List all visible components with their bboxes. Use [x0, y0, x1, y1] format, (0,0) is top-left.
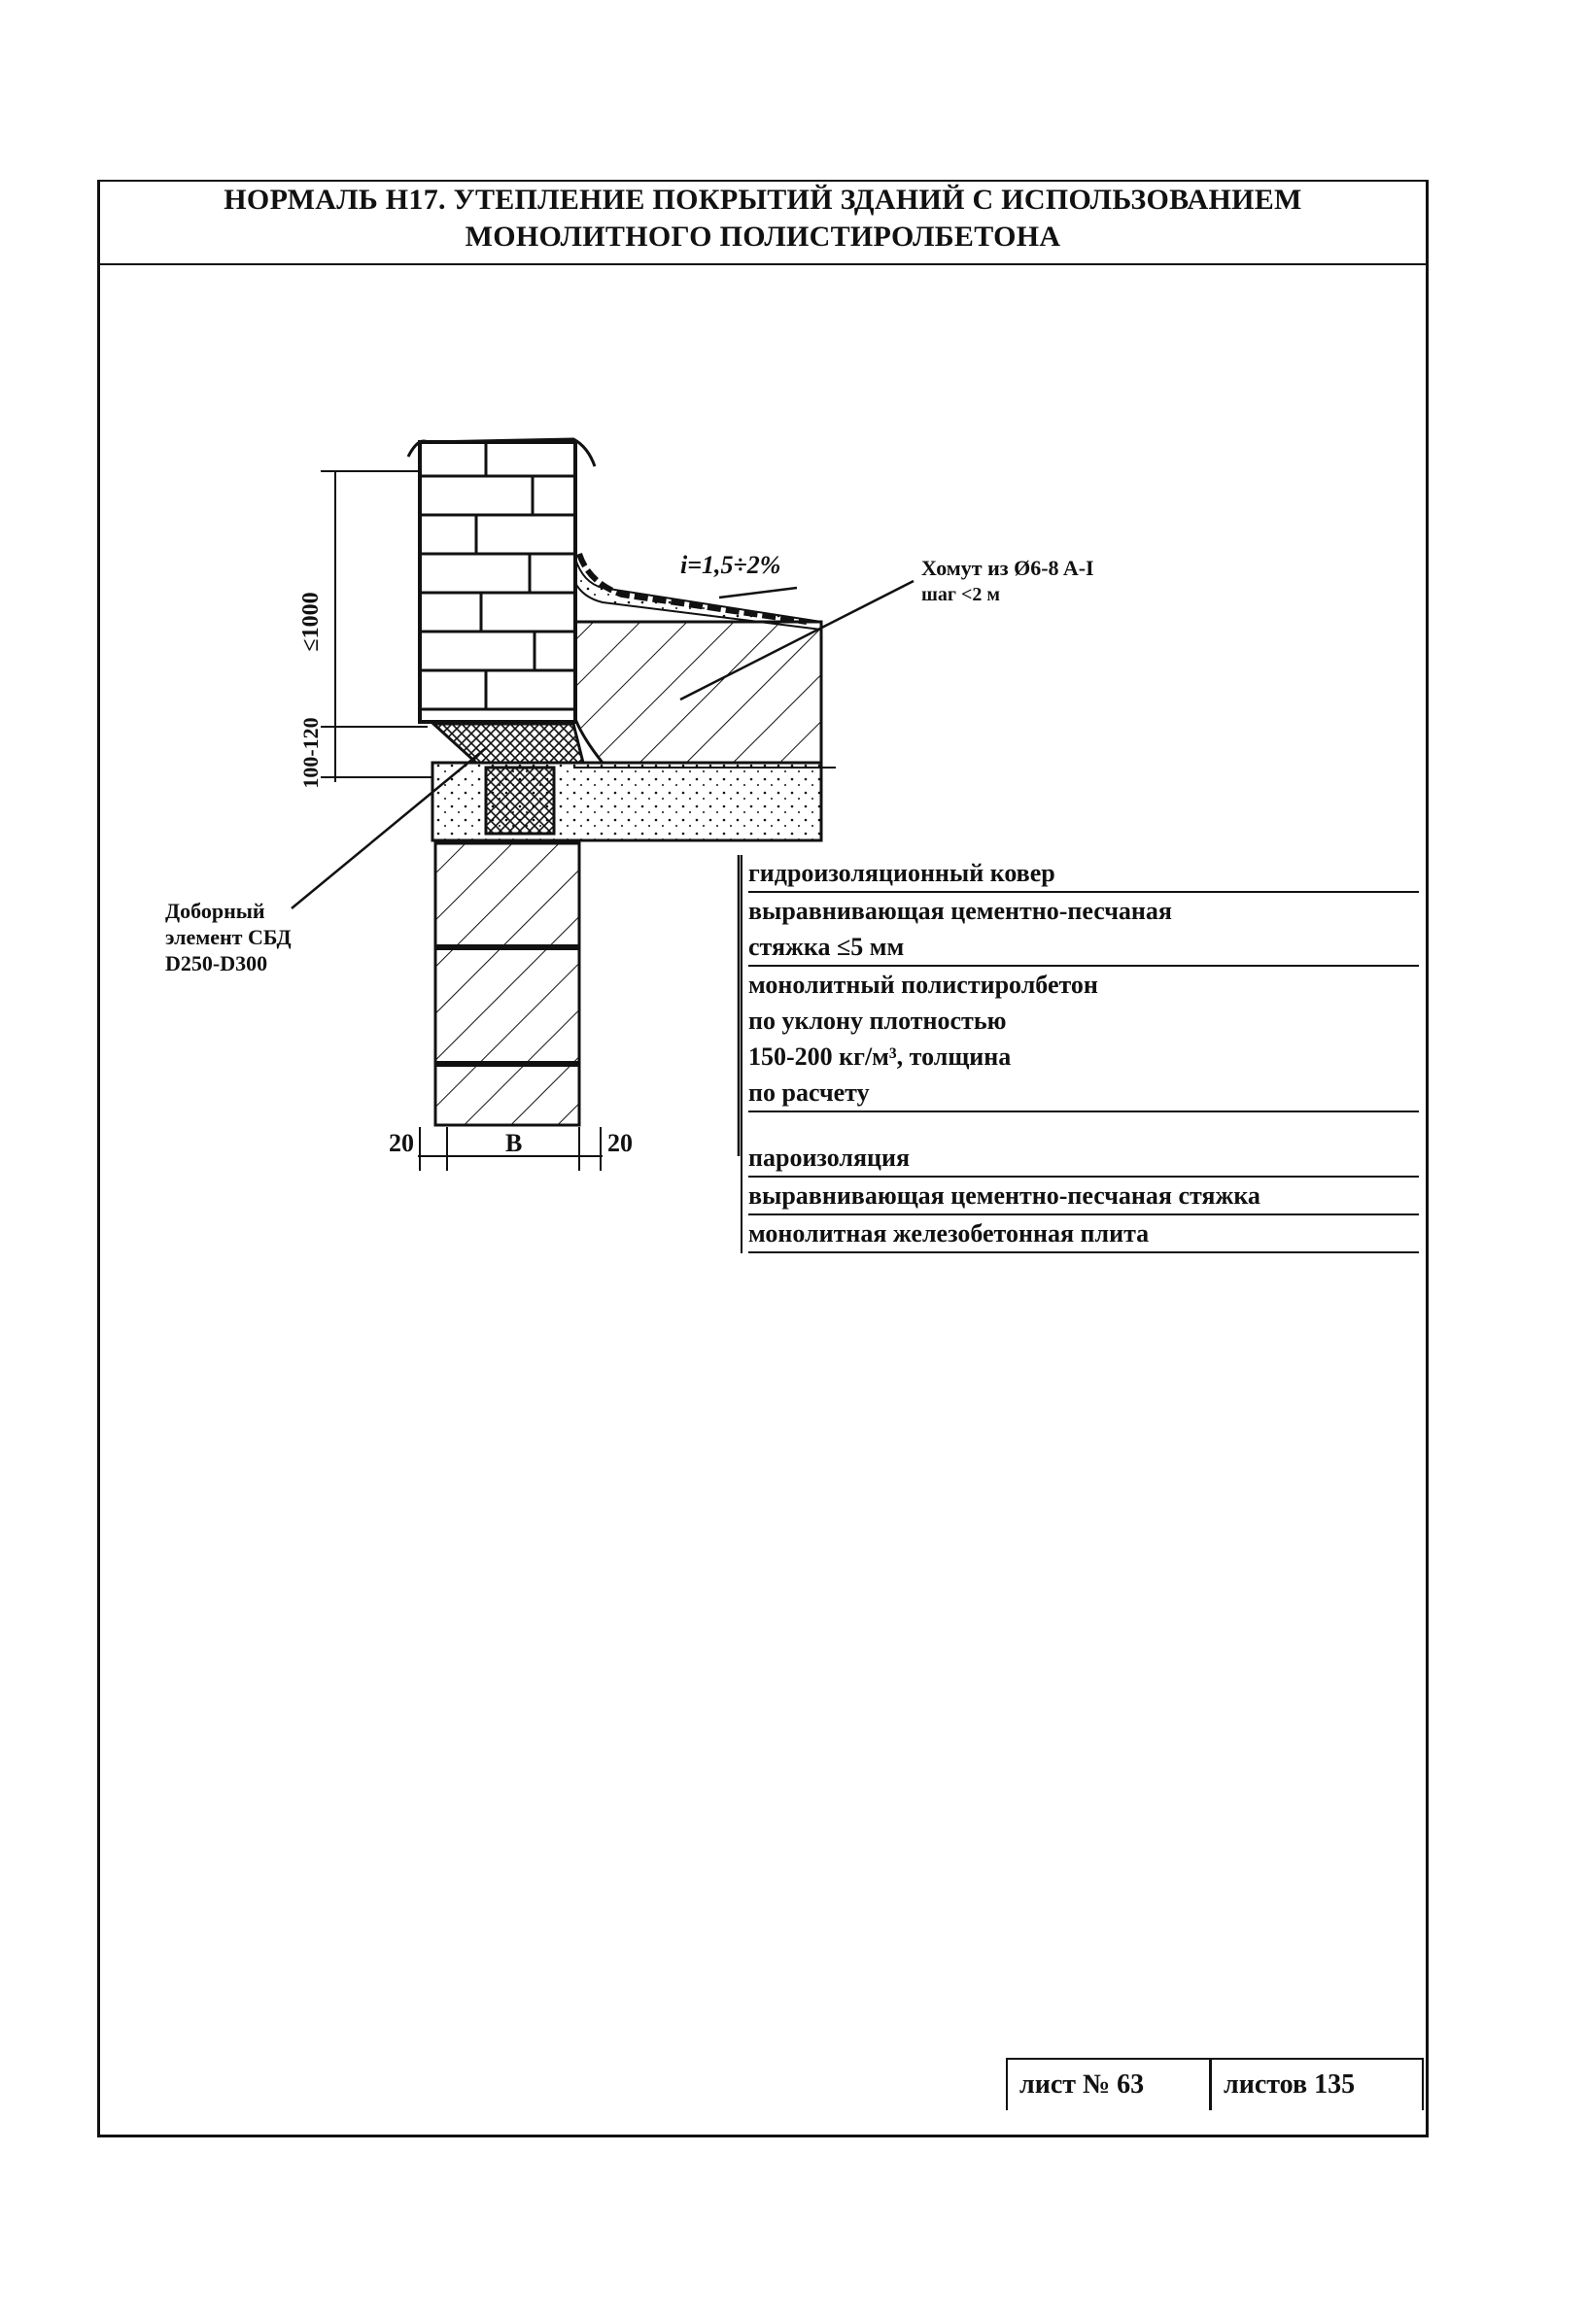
lower-wall: [433, 841, 581, 1127]
sheet-frame: [97, 180, 1429, 2137]
legend-layer-5-text: выравнивающая цементно-песчаная стяжка: [748, 1178, 1419, 1215]
legend-layer-2-line-1: выравнивающая цементно-песчаная: [748, 897, 1172, 925]
dimension-lines: [321, 470, 603, 1171]
slope-label: i=1,5÷2%: [680, 551, 780, 579]
sheet-stamp: лист № 63 листов 135: [1006, 2058, 1424, 2110]
dim-right-label: 20: [607, 1129, 633, 1157]
dim-gap-label: 100-120: [298, 717, 323, 788]
layers-legend: гидроизоляционный ковер выравнивающая це…: [741, 855, 1419, 1253]
element-label-1: Доборный: [165, 899, 265, 923]
brick-parapet: [406, 437, 597, 724]
legend-layer-3: монолитный полистиролбетон по уклону пло…: [748, 967, 1419, 1112]
dim-width-label: B: [505, 1129, 522, 1157]
legend-layer-2-line-2: стяжка ≤5 мм: [748, 929, 1419, 967]
legend-leader-bar: [741, 855, 742, 1253]
sheet-frame-top: [97, 180, 1429, 182]
roof-insulation: [573, 552, 823, 765]
legend-layer-2: выравнивающая цементно-песчаная стяжка ≤…: [748, 893, 1419, 967]
legend-layer-3-line-1: монолитный полистиролбетон: [748, 971, 1098, 999]
parapet-filler: [430, 722, 585, 765]
legend-layer-5: выравнивающая цементно-песчаная стяжка: [748, 1178, 1419, 1215]
clamp-label-2: шаг <2 м: [921, 584, 1000, 605]
title-block: НОРМАЛЬ Н17. УТЕПЛЕНИЕ ПОКРЫТИЙ ЗДАНИЙ С…: [97, 180, 1429, 265]
legend-layer-1-text: гидроизоляционный ковер: [748, 855, 1419, 893]
legend-layer-3-line-2: по уклону плотностью: [748, 1007, 1007, 1035]
legend-layer-6-text: монолитная железобетонная плита: [748, 1215, 1419, 1253]
element-label-3: D250-D300: [165, 951, 267, 975]
dim-left-label: 20: [389, 1129, 414, 1157]
dim-parapet-label: ≤1000: [298, 592, 324, 651]
element-label-2: элемент СБД: [165, 925, 292, 949]
legend-layer-1: гидроизоляционный ковер: [748, 855, 1419, 893]
legend-layer-4-text: пароизоляция: [748, 1140, 1419, 1178]
legend-layer-6: монолитная железобетонная плита: [748, 1215, 1419, 1253]
sheets-total: листов 135: [1224, 2069, 1356, 2100]
clamp-label-1: Хомут из Ø6-8 A-I: [921, 556, 1094, 580]
leader-lines: [291, 579, 915, 1156]
legend-layer-4: пароизоляция: [748, 1140, 1419, 1178]
slab: [431, 761, 836, 842]
legend-layer-3-line-4: по расчету: [748, 1075, 1419, 1112]
title-line-1: НОРМАЛЬ Н17. УТЕПЛЕНИЕ ПОКРЫТИЙ ЗДАНИЙ С…: [224, 184, 1302, 216]
title-line-2: МОНОЛИТНОГО ПОЛИСТИРОЛБЕТОНА: [465, 221, 1061, 253]
legend-layer-3-line-3: 150-200 кг/м³, толщина: [748, 1042, 1012, 1071]
sheet-number: лист № 63: [1008, 2060, 1212, 2110]
